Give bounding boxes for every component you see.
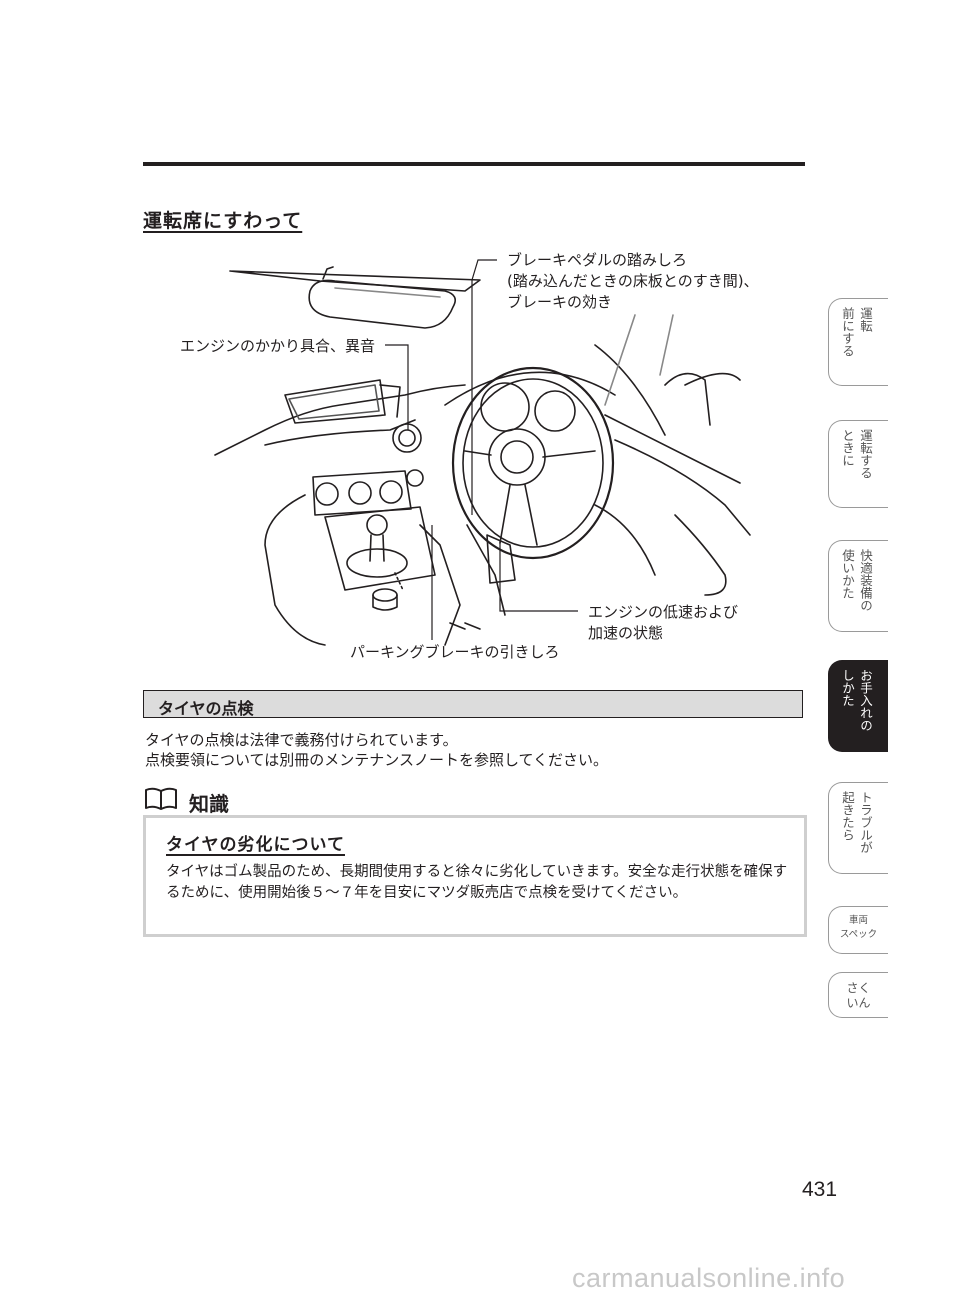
callout-engine-speed-line2: 加速の状態 xyxy=(588,624,664,642)
top-rule xyxy=(143,162,805,166)
callout-brake-pedal: ブレーキペダルの踏みしろ (踏み込んだときの床板とのすき間)、 ブレーキの効き xyxy=(507,250,759,313)
tab-before-driving[interactable]: 運転 前にする xyxy=(828,298,888,386)
tab-while-driving[interactable]: 運転する ときに xyxy=(828,420,888,508)
callout-parking-brake: パーキングブレーキの引きしろ xyxy=(350,643,560,661)
tab-specifications-line1: 車両 xyxy=(848,915,868,926)
tab-before-driving-right: 運転 xyxy=(858,307,873,332)
watermark: carmanualsonline.info xyxy=(572,1263,846,1293)
note-body: タイヤはゴム製品のため、長期間使用すると徐々に劣化していきます。安全な走行状態を… xyxy=(166,864,788,901)
page-number: 431 xyxy=(802,1178,838,1201)
note-box: タイヤの劣化について タイヤはゴム製品のため、長期間使用すると徐々に劣化していき… xyxy=(143,815,807,937)
callout-leaders xyxy=(385,259,578,640)
tab-specifications-line2: スペック xyxy=(839,929,878,940)
tab-index[interactable]: さく いん xyxy=(828,972,888,1018)
tab-index-line1: さく xyxy=(846,981,871,995)
tab-maintenance-left: しかた xyxy=(840,669,855,707)
tab-specifications[interactable]: 車両 スペック xyxy=(828,906,888,954)
callout-engine-sound: エンジンのかかり具合、異音 xyxy=(180,337,376,355)
note-title: タイヤの劣化について xyxy=(166,835,345,855)
tab-index-line2: いん xyxy=(846,996,871,1010)
tab-while-driving-right: 運転する xyxy=(858,429,873,479)
cockpit-illustration xyxy=(214,266,751,646)
tab-maintenance[interactable]: お手入れの しかた xyxy=(828,660,888,752)
tab-comfort-features-right: 快適装備の xyxy=(858,549,873,612)
callout-brake-line2: (踏み込んだときの床板とのすき間)、 xyxy=(507,272,759,290)
tab-maintenance-right: お手入れの xyxy=(858,669,873,732)
callout-engine-speed: エンジンの低速および 加速の状態 xyxy=(588,602,738,644)
tab-troubleshooting-right: トラブルが xyxy=(858,791,873,854)
tire-inspection-heading-bar: タイヤの点検 xyxy=(143,690,803,718)
tab-troubleshooting[interactable]: トラブルが 起きたら xyxy=(828,782,888,874)
section-heading: 運転席にすわって xyxy=(143,210,303,232)
book-icon xyxy=(145,787,177,810)
knowledge-title: 知識 xyxy=(189,792,229,816)
tire-paragraph-line1: タイヤの点検は法律で義務付けられています。 xyxy=(145,731,458,749)
callout-engine-speed-line1: エンジンの低速および xyxy=(588,603,739,621)
callout-brake-line1: ブレーキペダルの踏みしろ xyxy=(507,251,688,269)
tire-inspection-heading: タイヤの点検 xyxy=(158,699,254,718)
tab-comfort-features-left: 使いかた xyxy=(840,549,855,599)
tab-before-driving-left: 前にする xyxy=(840,307,855,357)
tab-while-driving-left: ときに xyxy=(840,429,855,467)
tab-comfort-features[interactable]: 快適装備の 使いかた xyxy=(828,540,888,632)
knowledge-label: 知識 xyxy=(143,786,229,816)
callout-brake-line3: ブレーキの効き xyxy=(507,293,613,311)
tire-paragraph-line2: 点検要領については別冊のメンテナンスノートを参照してください。 xyxy=(145,751,609,769)
tab-troubleshooting-left: 起きたら xyxy=(840,791,855,841)
